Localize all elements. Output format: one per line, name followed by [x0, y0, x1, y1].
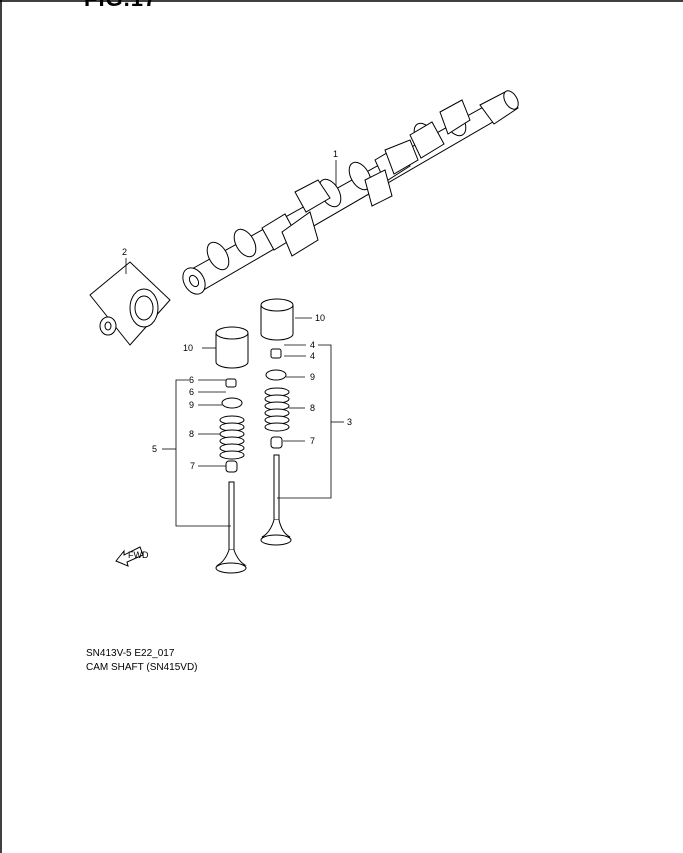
camshaft-part — [182, 90, 519, 295]
figure-title: FIG.17 — [84, 0, 157, 12]
fwd-arrow-icon: FWD — [115, 546, 149, 567]
diagram-name-caption: CAM SHAFT (SN415VD) — [86, 662, 198, 673]
valve-spring-right — [264, 387, 290, 432]
callout-6b: 6 — [189, 387, 194, 397]
callout-7a: 7 — [190, 461, 195, 471]
diagram-code-caption: SN413V-5 E22_017 — [86, 648, 175, 659]
valve-right — [260, 454, 292, 546]
valve-spring-left — [219, 415, 245, 460]
valve-cotter-right — [270, 348, 282, 359]
valve-left — [215, 481, 247, 574]
callout-4a: 4 — [310, 340, 315, 350]
tappet-left — [215, 326, 249, 369]
callout-8a: 8 — [189, 429, 194, 439]
stem-seal-right — [270, 436, 283, 449]
callout-10a: 10 — [183, 343, 193, 353]
oil-seal-part — [89, 261, 171, 346]
leader-lines — [125, 160, 344, 527]
callout-3: 3 — [347, 417, 352, 427]
callout-4b: 4 — [310, 351, 315, 361]
callout-9b: 9 — [310, 372, 315, 382]
valve-assembly-left — [215, 378, 247, 574]
callout-6a: 6 — [189, 375, 194, 385]
callout-9a: 9 — [189, 400, 194, 410]
valve-assembly-right — [260, 348, 292, 546]
callout-labels: 1 2 3 4 4 5 6 6 7 7 8 8 9 9 10 10 — [122, 149, 352, 471]
callout-2: 2 — [122, 247, 127, 257]
callout-1: 1 — [333, 149, 338, 159]
spring-retainer-right — [265, 369, 287, 381]
stem-seal-left — [225, 460, 238, 473]
callout-8b: 8 — [310, 403, 315, 413]
fwd-label: FWD — [128, 550, 149, 560]
callout-7b: 7 — [310, 436, 315, 446]
callout-5: 5 — [152, 444, 157, 454]
callout-10b: 10 — [315, 313, 325, 323]
valve-cotter-left — [225, 378, 237, 388]
tappet-right — [260, 298, 294, 341]
spring-retainer-left — [221, 397, 243, 409]
